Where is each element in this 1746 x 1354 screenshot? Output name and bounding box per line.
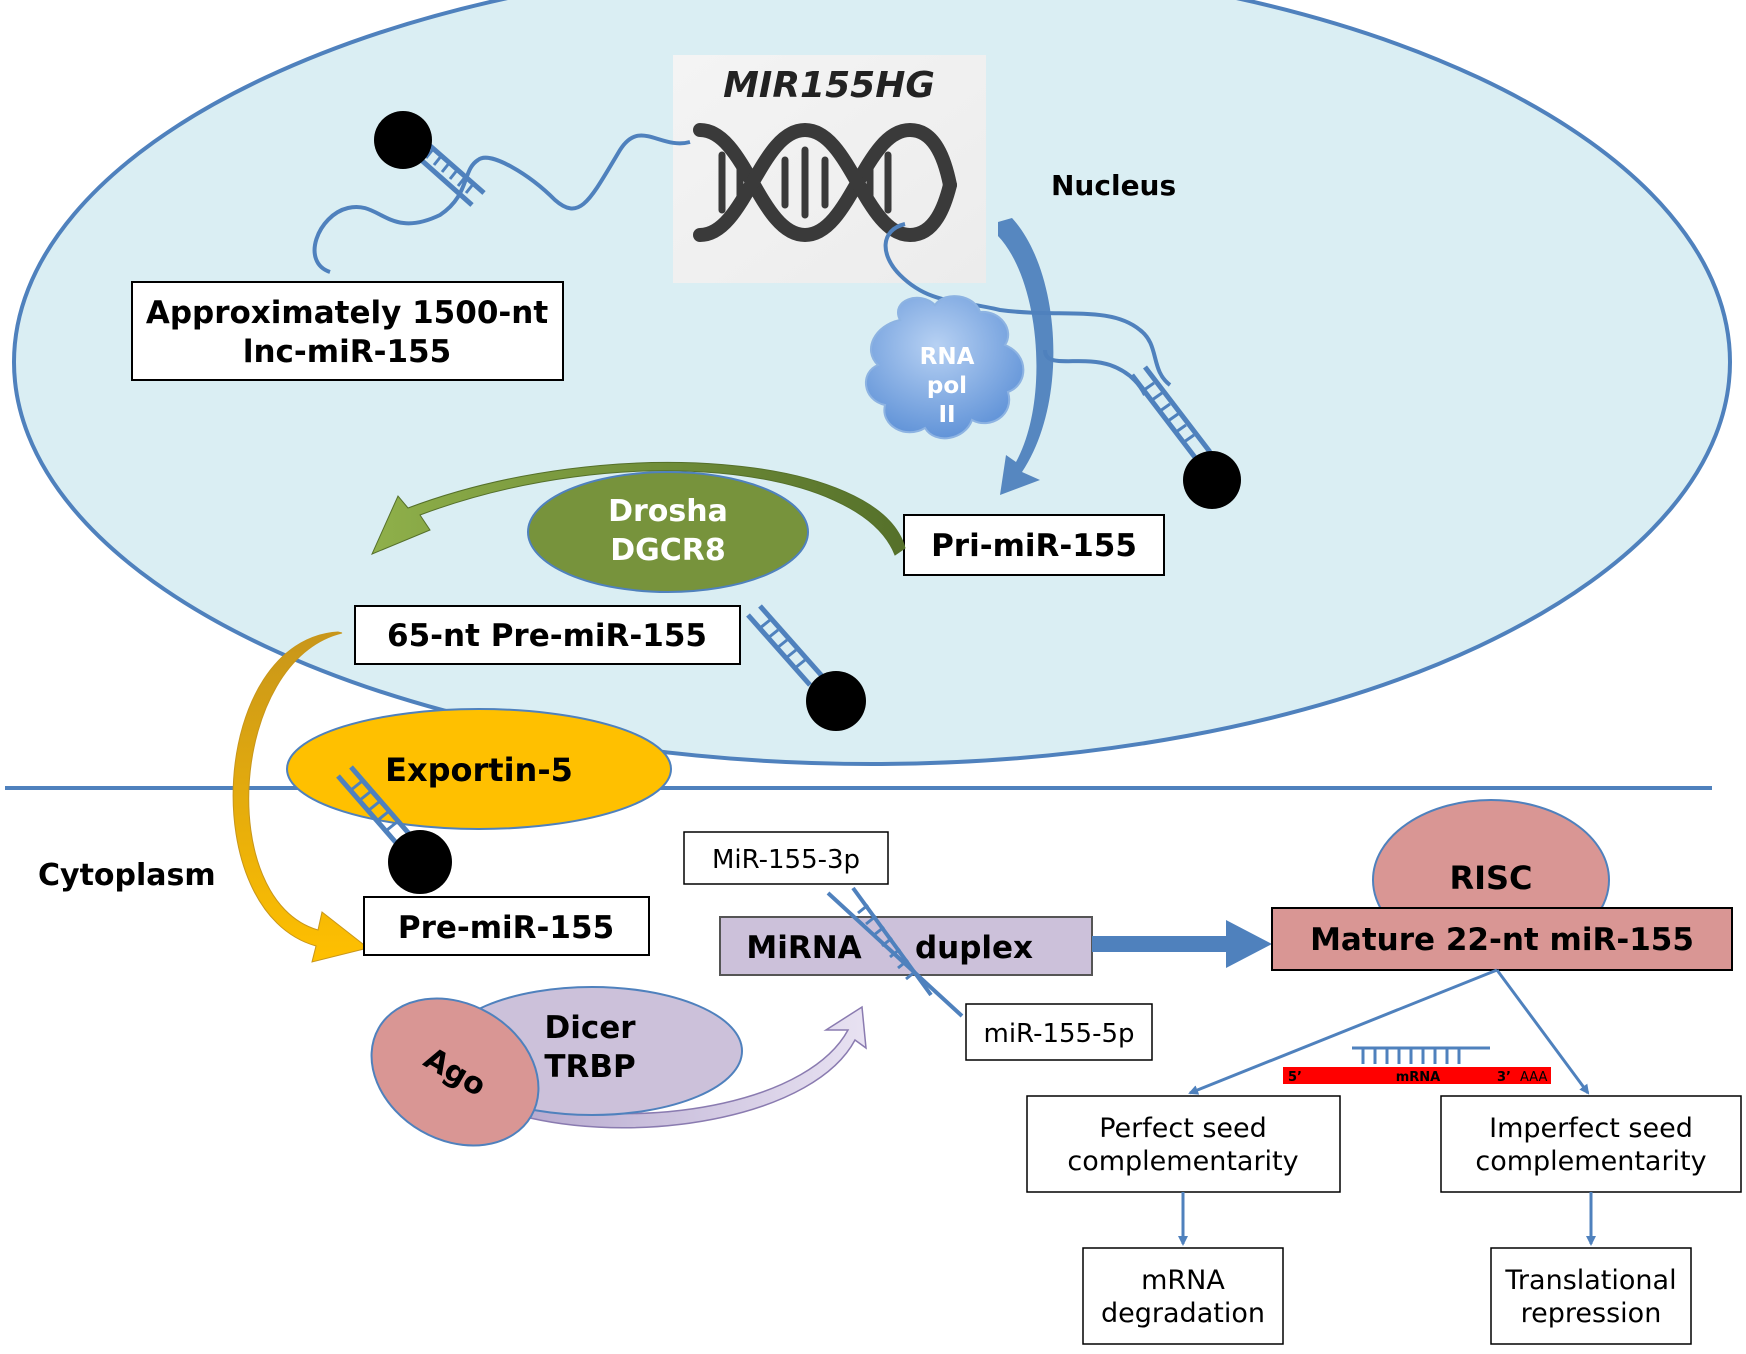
perfect-branch-arrow	[1188, 968, 1498, 1095]
mrna-polya: AAA	[1520, 1070, 1548, 1085]
pri-hairpin	[1130, 365, 1241, 509]
mir155-3p-box: MiR-155-3p	[683, 831, 889, 885]
gene-panel: MIR155HG	[673, 55, 986, 283]
exported-hairpin	[336, 765, 452, 894]
nucleus-label: Nucleus	[1051, 169, 1176, 202]
perfect-seed-box: Perfect seed complementarity	[1026, 1095, 1341, 1193]
nuclear-pre-hairpin	[746, 604, 866, 731]
duplex-right-label: duplex	[915, 930, 1033, 966]
mir3p-label: MiR-155-3p	[712, 845, 860, 875]
mrna-degradation-box: mRNA degradation	[1082, 1247, 1284, 1345]
imperfect-line1: Imperfect seed	[1489, 1113, 1693, 1144]
drosha-processing-arrow	[371, 461, 906, 556]
dna-helix-icon	[693, 122, 957, 243]
lnc-transcript-strand	[312, 133, 691, 274]
transcription-arrow	[998, 218, 1054, 495]
mrna-bar: 5’ mRNA 3’ AAA	[1283, 1067, 1551, 1085]
exportin-label: Exportin-5	[385, 751, 573, 789]
translational-repression-box: Translational repression	[1490, 1247, 1692, 1345]
duplex-to-risc-arrow	[1092, 920, 1272, 968]
degradation-line2: degradation	[1101, 1298, 1265, 1329]
dgcr8-label: DGCR8	[610, 533, 726, 568]
nuclear-export-arrow	[232, 631, 370, 963]
mrna-five-prime: 5’	[1288, 1070, 1302, 1085]
cytoplasm-label: Cytoplasm	[38, 858, 216, 893]
imperfect-line2: complementarity	[1475, 1146, 1706, 1177]
pri-mir155-box: Pri-miR-155	[903, 514, 1165, 576]
pre-mir155-nuclear-box: 65-nt Pre-miR-155	[354, 605, 741, 665]
mir155-5p-box: miR-155-5p	[965, 1003, 1153, 1061]
imperfect-seed-box: Imperfect seed complementarity	[1440, 1095, 1742, 1193]
mrna-three-prime: 3’	[1497, 1070, 1511, 1085]
degradation-line1: mRNA	[1141, 1265, 1225, 1296]
mature-mir155-box: Mature 22-nt miR-155	[1271, 907, 1733, 971]
lnc-hairpin	[374, 111, 486, 207]
lnc-box-line2: lnc-miR-155	[243, 334, 451, 370]
mirna-mrna-pairing	[1352, 1046, 1490, 1064]
imperfect-branch-arrow	[1495, 969, 1590, 1095]
pre-nuclear-label: 65-nt Pre-miR-155	[387, 618, 707, 654]
risc-label: RISC	[1449, 859, 1532, 897]
lnc-box-line1: Approximately 1500-nt	[146, 295, 548, 331]
dicer-processing-arrow	[529, 1005, 867, 1129]
duplex-strands	[826, 886, 964, 1018]
pre-mir155-cytoplasm-box: Pre-miR-155	[363, 896, 650, 956]
rna-polymerase-ii: RNA pol II	[864, 295, 1025, 440]
gene-name: MIR155HG	[723, 65, 935, 106]
drosha-dgcr8-complex: Drosha DGCR8	[527, 471, 809, 593]
mature-label: Mature 22-nt miR-155	[1310, 922, 1694, 958]
repression-line2: repression	[1521, 1298, 1662, 1329]
pri-transcript-strand	[883, 222, 1172, 387]
perfect-line2: complementarity	[1067, 1146, 1298, 1177]
lnc-mir155-box: Approximately 1500-nt lnc-miR-155	[131, 281, 564, 381]
drosha-label: Drosha	[608, 494, 728, 529]
duplex-left-label: MiRNA	[746, 930, 861, 966]
pre-cyto-label: Pre-miR-155	[398, 910, 614, 946]
trbp-label: TRBP	[544, 1049, 635, 1085]
repression-line1: Translational	[1504, 1265, 1676, 1296]
dicer-label: Dicer	[544, 1010, 636, 1046]
polymerase-line2: pol	[927, 373, 967, 399]
polymerase-line3: II	[938, 402, 955, 428]
mir5p-label: miR-155-5p	[984, 1019, 1135, 1049]
perfect-line1: Perfect seed	[1099, 1113, 1267, 1144]
polymerase-line1: RNA	[920, 344, 975, 370]
mrna-bar-label: mRNA	[1396, 1070, 1441, 1085]
pri-box-label: Pri-miR-155	[931, 528, 1137, 564]
ago-protein: Ago	[370, 997, 540, 1147]
exportin-5: Exportin-5	[286, 708, 672, 830]
